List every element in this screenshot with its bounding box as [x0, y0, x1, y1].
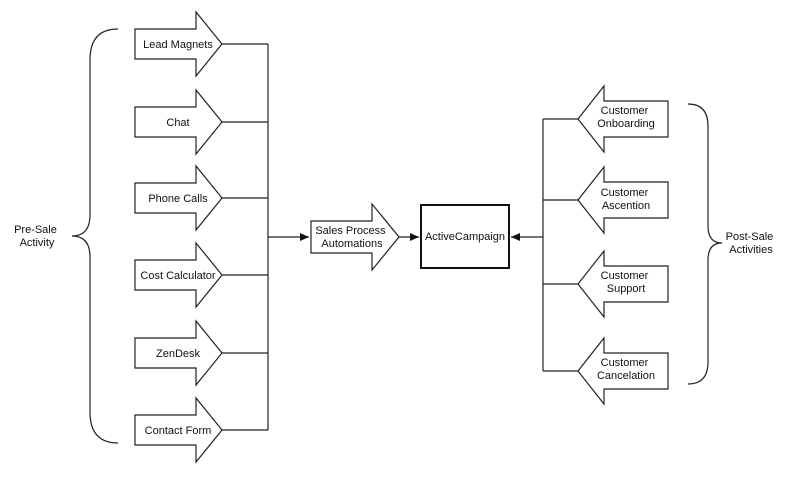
post-sale-item-support: Customer Support [577, 249, 669, 319]
right-arrow-shape [134, 396, 223, 464]
post-sale-label: Post-Sale Activities [726, 231, 777, 256]
right-collector-wires [542, 118, 578, 372]
activecampaign-hub: ActiveCampaign [420, 204, 510, 269]
label-line: Contact Form [145, 425, 212, 437]
pre-sale-item-label: ZenDesk [156, 348, 201, 360]
pre-sale-item-label: Lead Magnets [143, 39, 213, 51]
right-arrow-shape [134, 164, 223, 232]
label-line: Onboarding [597, 118, 655, 130]
label-line: Chat [166, 117, 189, 129]
hub-label: ActiveCampaign [425, 231, 505, 243]
left-collector-wires [222, 43, 269, 431]
post-sale-item-label: Customer Ascention [601, 187, 652, 212]
label-line: Customer [601, 270, 649, 282]
label-line: Customer [601, 105, 649, 117]
label-line: Lead Magnets [143, 39, 213, 51]
post-sale-item-label: Customer Onboarding [597, 105, 655, 130]
pre-sale-item-phone-calls: Phone Calls [134, 164, 223, 232]
label-line: ZenDesk [156, 348, 201, 360]
post-sale-brace [687, 103, 723, 385]
label-line: Customer [601, 357, 649, 369]
sales-process-automations: Sales Process Automations [310, 202, 400, 272]
pre-sale-item-label: Phone Calls [148, 193, 208, 205]
post-sale-item-cancelation: Customer Cancelation [577, 336, 669, 406]
pre-sale-item-label: Contact Form [145, 425, 212, 437]
post-sale-item-onboarding: Customer Onboarding [577, 84, 669, 154]
right-arrow-shape [134, 10, 223, 78]
label-line: Support [607, 283, 646, 295]
left-arrow-shape [577, 84, 669, 154]
label-line: Automations [321, 238, 383, 250]
process-label: Sales Process Automations [315, 225, 388, 250]
label-line: Cost Calculator [140, 270, 216, 282]
pre-sale-item-lead-magnets: Lead Magnets [134, 10, 223, 78]
left-arrow-shape [577, 165, 669, 235]
label-line: Sales Process [315, 225, 386, 237]
pre-sale-item-label: Cost Calculator [140, 270, 216, 282]
label-line: Cancelation [597, 370, 655, 382]
post-sale-item-ascention: Customer Ascention [577, 165, 669, 235]
right-arrow-shape [134, 88, 223, 156]
post-sale-label-line: Activities [729, 244, 773, 256]
hub-box [420, 204, 510, 269]
label-line: Customer [601, 187, 649, 199]
pre-sale-label: Pre-Sale Activity [14, 224, 60, 249]
post-sale-label-line: Post-Sale [726, 231, 774, 243]
pre-sale-item-zendesk: ZenDesk [134, 319, 223, 387]
label-line: Phone Calls [148, 193, 208, 205]
pre-sale-item-chat: Chat [134, 88, 223, 156]
pre-sale-item-label: Chat [166, 117, 189, 129]
label-line: Ascention [602, 200, 650, 212]
pre-sale-label-line: Activity [20, 237, 55, 249]
right-arrow-shape [134, 241, 223, 309]
post-sale-item-label: Customer Cancelation [597, 357, 655, 382]
left-arrow-shape [577, 249, 669, 319]
left-arrow-shape [577, 336, 669, 406]
pre-sale-item-contact-form: Contact Form [134, 396, 223, 464]
pre-sale-brace [71, 28, 119, 444]
pre-sale-item-cost-calculator: Cost Calculator [134, 241, 223, 309]
post-sale-item-label: Customer Support [601, 270, 652, 295]
right-arrow-shape [310, 202, 400, 272]
pre-sale-label-line: Pre-Sale [14, 224, 57, 236]
right-arrow-shape [134, 319, 223, 387]
